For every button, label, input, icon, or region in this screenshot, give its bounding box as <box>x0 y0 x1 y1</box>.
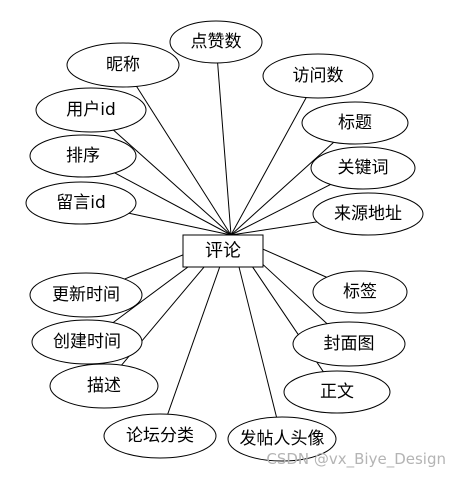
connector-line-keywords <box>230 183 331 236</box>
attribute-label-description: 描述 <box>87 376 121 396</box>
connector-line-visits <box>230 97 307 236</box>
connector-line-source-url <box>230 221 318 236</box>
attribute-node-body: 正文 <box>283 370 391 414</box>
entity-node-comment: 评论 <box>182 234 264 268</box>
attribute-label-category: 论坛分类 <box>126 426 194 446</box>
attribute-label-title: 标题 <box>338 113 372 133</box>
attribute-node-update-time: 更新时间 <box>29 272 143 318</box>
attribute-label-source-url: 来源地址 <box>334 204 402 224</box>
attribute-ellipse-create-time <box>31 319 143 365</box>
attribute-node-source-url: 来源地址 <box>312 192 424 236</box>
attribute-node-likes: 点赞数 <box>169 20 263 64</box>
attribute-label-sort: 排序 <box>66 146 100 166</box>
attribute-node-nickname: 昵称 <box>66 42 180 88</box>
attribute-label-cover: 封面图 <box>324 334 375 354</box>
attribute-ellipse-source-url <box>312 192 424 236</box>
attribute-label-message-id: 留言id <box>56 193 106 213</box>
attribute-ellipse-likes <box>169 20 263 64</box>
attribute-node-cover: 封面图 <box>292 321 406 367</box>
attribute-ellipse-category <box>103 413 217 459</box>
attribute-label-avatar: 发帖人头像 <box>240 429 325 449</box>
attribute-ellipse-title <box>301 101 409 145</box>
attribute-ellipse-description <box>49 363 159 409</box>
attribute-node-user-id: 用户id <box>35 87 147 133</box>
attribute-node-keywords: 关键词 <box>310 146 416 190</box>
attribute-label-create-time: 创建时间 <box>53 332 121 352</box>
attribute-ellipse-update-time <box>29 272 143 318</box>
attribute-ellipse-body <box>283 370 391 414</box>
watermark: CSDN @vx_Biye_Design <box>266 450 446 469</box>
connector-line-nickname <box>136 86 232 236</box>
attribute-node-sort: 排序 <box>29 134 137 178</box>
connector-line-title <box>230 141 335 236</box>
attribute-ellipse-avatar <box>227 416 337 462</box>
attribute-label-keywords: 关键词 <box>338 158 389 178</box>
connector-line-message-id <box>128 212 232 236</box>
attribute-ellipse-message-id <box>25 181 137 225</box>
attribute-label-body: 正文 <box>320 382 354 402</box>
attribute-node-description: 描述 <box>49 363 159 409</box>
attribute-ellipse-keywords <box>310 146 416 190</box>
attribute-label-visits: 访问数 <box>293 66 344 86</box>
attribute-label-nickname: 昵称 <box>106 55 140 75</box>
entity-box <box>182 234 264 268</box>
attribute-node-avatar: 发帖人头像 <box>227 416 337 462</box>
attribute-node-title: 标题 <box>301 101 409 145</box>
attribute-label-likes: 点赞数 <box>191 32 242 52</box>
attribute-node-visits: 访问数 <box>262 53 374 99</box>
connector-line-likes <box>217 62 232 236</box>
attribute-node-tags: 标签 <box>312 270 408 314</box>
attribute-ellipse-tags <box>312 270 408 314</box>
attribute-ellipse-nickname <box>66 42 180 88</box>
attribute-node-create-time: 创建时间 <box>31 319 143 365</box>
attribute-ellipse-user-id <box>35 87 147 133</box>
entity-label: 评论 <box>205 241 241 262</box>
attribute-ellipse-cover <box>292 321 406 367</box>
attribute-ellipse-sort <box>29 134 137 178</box>
attribute-label-user-id: 用户id <box>66 100 116 120</box>
connector-line-user-id <box>113 129 232 236</box>
connector-line-sort <box>114 172 232 236</box>
attribute-ellipse-visits <box>262 53 374 99</box>
attribute-node-message-id: 留言id <box>25 181 137 225</box>
attribute-node-category: 论坛分类 <box>103 413 217 459</box>
attribute-label-update-time: 更新时间 <box>52 285 120 305</box>
attribute-label-tags: 标签 <box>343 282 377 302</box>
